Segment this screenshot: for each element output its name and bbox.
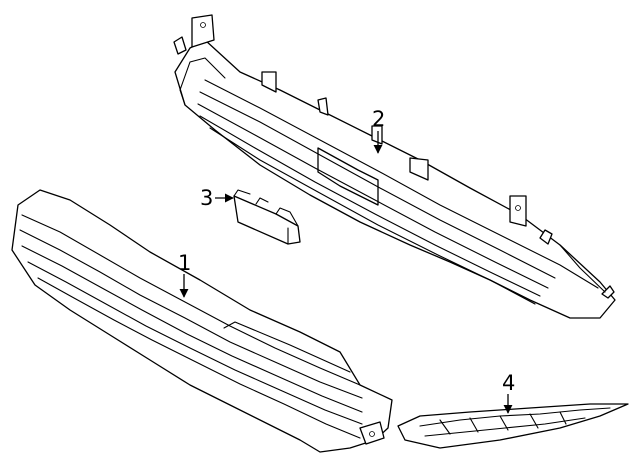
part-2-upper-grille[interactable] — [173, 14, 616, 319]
mount-bracket — [191, 14, 215, 48]
callout-4-label: 4 — [502, 371, 515, 395]
callout-1: 1 — [178, 251, 191, 298]
part-4-side-strip[interactable] — [397, 403, 629, 449]
callout-3-label: 3 — [200, 186, 213, 210]
callout-2-label: 2 — [372, 107, 385, 131]
part-3-insert[interactable] — [233, 189, 301, 245]
callout-4: 4 — [502, 371, 515, 414]
callout-3: 3 — [200, 186, 234, 210]
callout-1-label: 1 — [178, 251, 191, 275]
part-1-lower-grille[interactable] — [11, 189, 393, 453]
callout-2: 2 — [372, 107, 385, 154]
